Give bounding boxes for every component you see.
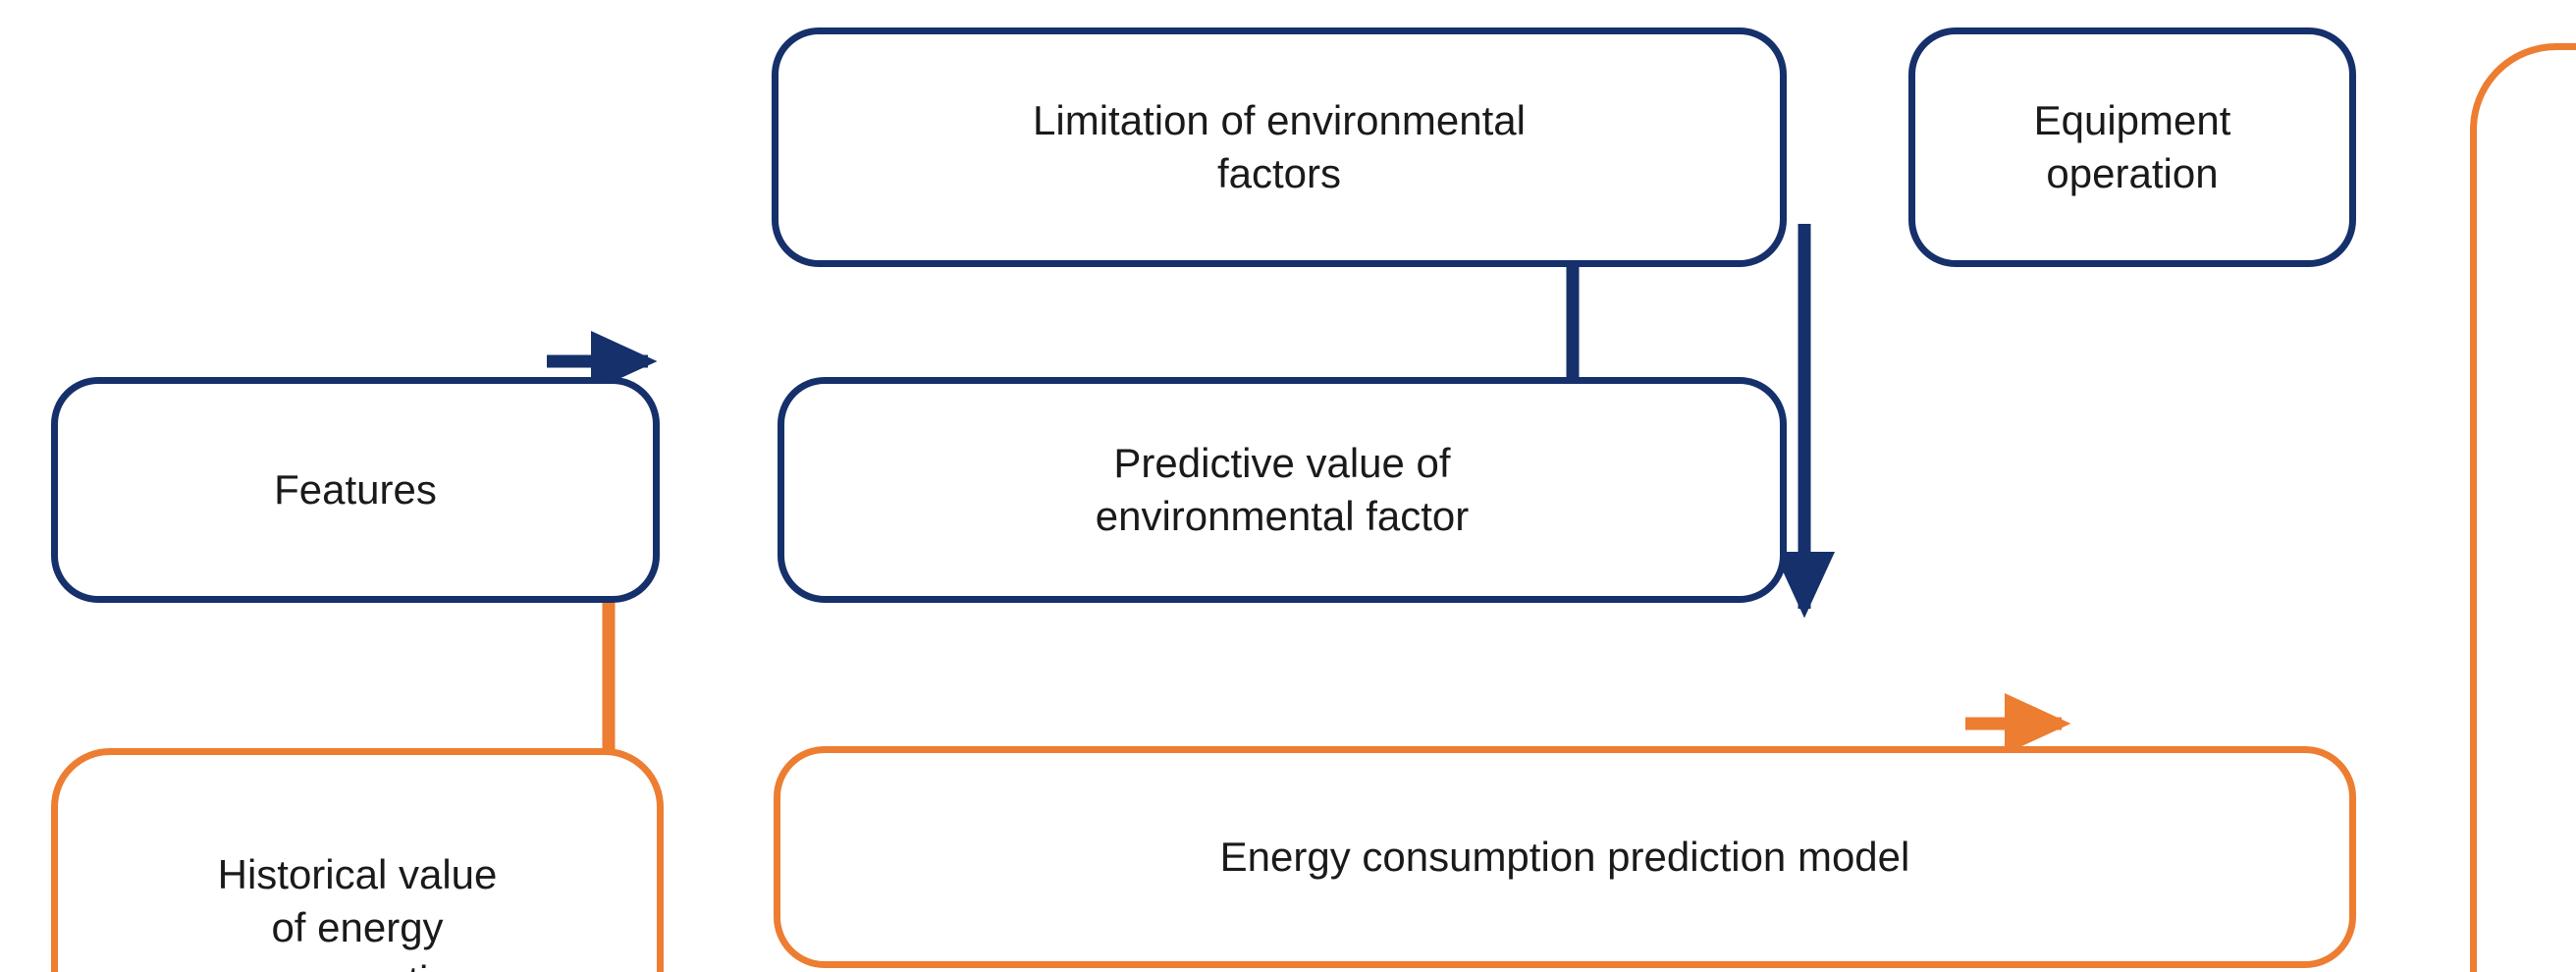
node-predictive-value-of-environmental-factor[interactable]: Predictive value of environmental factor	[778, 377, 1787, 603]
node-label: Limitation of environmental factors	[1033, 97, 1526, 196]
node-label: Energy consumption prediction model	[1219, 834, 1910, 881]
node-energy-consumption-prediction-model[interactable]: Energy consumption prediction model	[774, 746, 2356, 968]
node-historical-value-of-energy-consumption[interactable]: Historical value of energy consumption	[51, 748, 664, 972]
node-label: Equipment operation	[2033, 97, 2231, 196]
node-label: Features	[274, 466, 437, 513]
node-predictive-value-of-energy-consumption[interactable]: Predictive value of energy consumption	[2470, 43, 2576, 972]
node-label: Predictive value of environmental factor	[1095, 440, 1470, 539]
node-label: Predictive value of energy consumption	[2477, 479, 2576, 690]
node-equipment-operation[interactable]: Equipment operation	[1908, 27, 2356, 267]
node-label: Historical value of energy consumption	[217, 851, 498, 972]
node-features[interactable]: Features	[51, 377, 660, 603]
node-limitation-of-environmental-factors[interactable]: Limitation of environmental factors	[772, 27, 1787, 267]
